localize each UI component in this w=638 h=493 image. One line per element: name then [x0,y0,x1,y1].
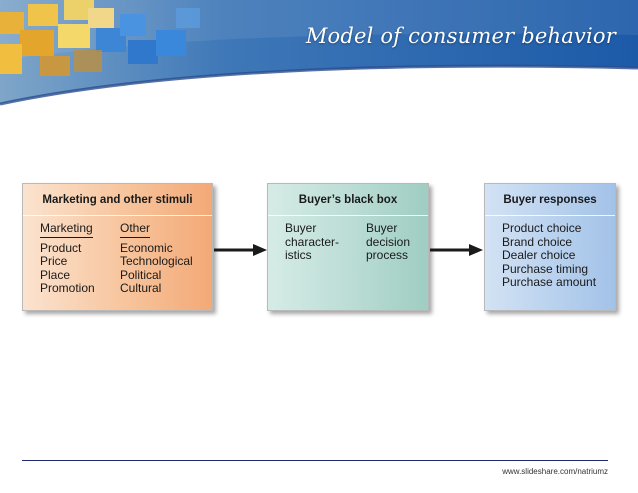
marketing-column: Marketing Product Price Place Promotion [40,221,95,296]
arrow-right-icon [214,244,267,256]
response-item: Purchase timing [502,261,589,276]
response-item: Dealer choice [502,248,576,262]
buyer-characteristics-line: character- [285,234,340,249]
response-item: Product choice [502,221,582,235]
black-box: Buyer’s black box Buyer character- istic… [267,183,429,311]
stimuli-box-title: Marketing and other stimuli [23,184,212,216]
header-banner: Model of consumer behavior [0,0,638,110]
buyer-decision-line: process [366,248,409,262]
marketing-item: Product [40,240,82,255]
buyer-decision-process: Buyer decision process [366,221,411,263]
black-box-title: Buyer’s black box [268,184,428,216]
slide-title: Model of consumer behavior [305,24,616,48]
responses-box-title: Buyer responses [485,184,615,216]
arrow-right-icon [430,244,483,256]
other-item: Technological [120,254,193,268]
marketing-heading: Marketing [40,221,93,238]
other-column: Other Economic Technological Political C… [120,221,193,296]
buyer-decision-line: Buyer [366,221,398,235]
stimuli-box: Marketing and other stimuli Marketing Pr… [22,183,213,311]
marketing-item: Promotion [40,281,95,295]
footer-divider [22,460,608,461]
marketing-item: Price [40,254,68,268]
buyer-decision-line: decision [366,234,411,249]
other-item: Political [120,267,162,282]
banner-graphic [0,0,638,110]
footer-credit: www.slideshare.com/natriumz [502,467,608,476]
cubes-illustration [0,0,200,76]
buyer-characteristics: Buyer character- istics [285,221,340,263]
other-item: Cultural [120,281,162,295]
buyer-characteristics-line: Buyer [285,221,317,235]
responses-box: Buyer responses Product choice Brand cho… [484,183,616,311]
buyer-characteristics-line: istics [285,248,312,262]
other-heading: Other [120,221,151,238]
marketing-item: Place [40,267,71,282]
response-item: Brand choice [502,234,573,249]
response-item: Purchase amount [502,275,597,289]
responses-list: Product choice Brand choice Dealer choic… [502,221,597,290]
other-item: Economic [120,240,173,255]
